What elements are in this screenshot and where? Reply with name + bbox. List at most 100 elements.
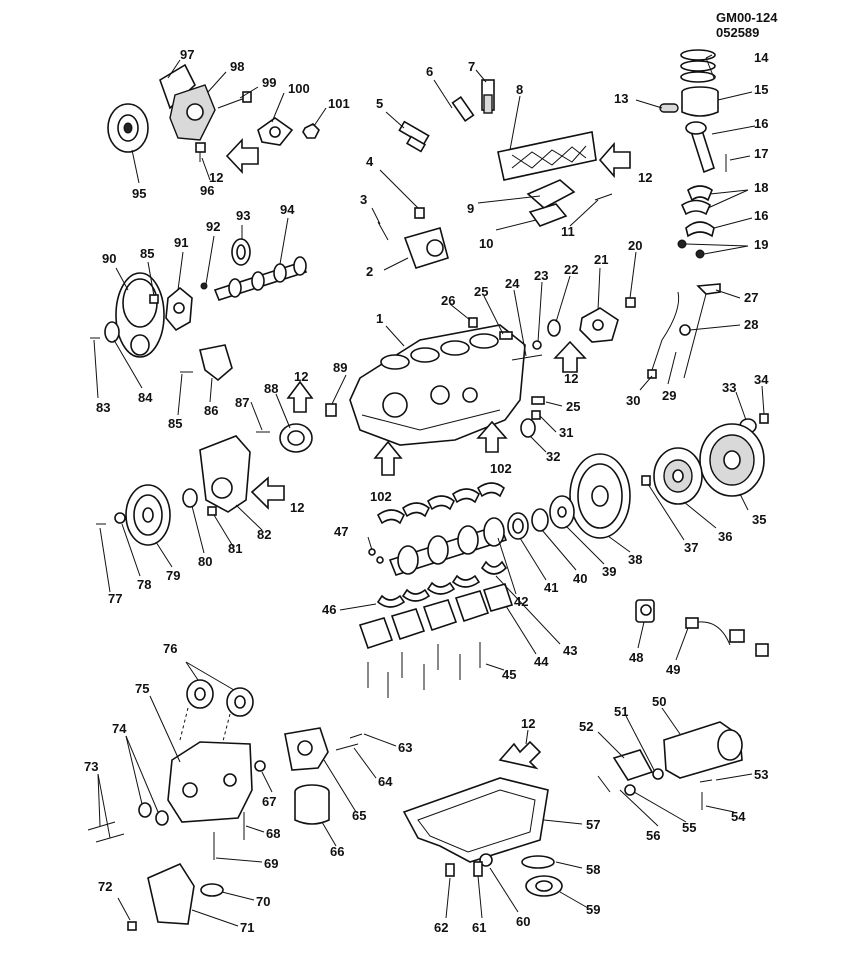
arrow-12-top-center [598,141,631,179]
label-73: 73 [84,759,98,774]
label-99: 99 [262,75,276,90]
bolt-64 [335,743,359,751]
label-27: 27 [744,290,758,305]
cap-16 [685,221,715,238]
arrow-12-upper-left [225,137,259,175]
label-12-b: 12 [638,170,652,185]
label-21: 21 [594,252,608,267]
bolt-56 [597,775,611,793]
label-41: 41 [544,580,558,595]
label-71: 71 [240,920,254,935]
label-67: 67 [262,794,276,809]
outlet-2 [403,227,449,269]
label-100: 100 [288,81,310,96]
seal-41 [507,512,529,540]
filter-66 [294,784,330,825]
front-cover-82 [199,435,251,513]
label-69: 69 [264,856,278,871]
label-16-b: 16 [754,208,768,223]
engine-block-1 [349,324,526,446]
part-labels: 1 2 3 4 5 6 7 8 9 10 11 12 12 12 12 12 1… [84,47,769,935]
seal-28 [679,324,691,336]
label-54: 54 [731,809,746,824]
label-77: 77 [108,591,122,606]
label-15: 15 [754,82,768,97]
label-12-e: 12 [290,500,304,515]
bolt-72 [127,921,137,931]
label-25-b: 25 [566,399,580,414]
bracket-75 [167,741,253,823]
plug-25a [499,331,513,340]
label-98: 98 [230,59,244,74]
bolt-96 [195,142,206,162]
washer-51 [652,768,664,780]
bearings-lower-46 [376,574,481,608]
nut-67 [254,760,266,772]
label-12-d: 12 [294,369,308,384]
pressure-plate-35 [699,423,765,497]
label-35: 35 [752,512,766,527]
label-102-a: 102 [490,461,512,476]
plug-23 [532,340,542,350]
label-12-c: 12 [564,371,578,386]
balancer-79 [125,484,171,546]
bolt-30 [647,369,657,379]
plug-25b [531,396,545,405]
bolts-73 [87,821,125,843]
label-72: 72 [98,879,112,894]
label-40: 40 [573,571,587,586]
label-83: 83 [96,400,110,415]
pulley-95 [107,103,149,153]
label-2: 2 [366,264,373,279]
label-59: 59 [586,902,600,917]
arrow-12-front-cover [250,476,285,510]
bolt-62 [445,863,455,877]
bolt-31 [531,410,541,420]
oil-pan-57 [402,777,549,863]
label-32: 32 [546,449,560,464]
label-49: 49 [666,662,680,677]
nuts-19 [677,239,705,259]
label-68: 68 [266,826,280,841]
main-bolts-45 [367,642,481,698]
piston-15 [681,86,719,117]
label-5: 5 [376,96,383,111]
label-89: 89 [333,360,347,375]
label-84: 84 [138,390,153,405]
label-34: 34 [754,372,769,387]
label-19: 19 [754,237,768,252]
label-6: 6 [426,64,433,79]
sensor-6 [451,96,475,122]
label-57: 57 [586,817,600,832]
crankshaft-42 [388,517,508,576]
seal-80 [182,488,198,508]
thrust-bearing-43 [480,560,508,575]
seal-22 [547,319,561,337]
arrow-12-oil-pan [498,740,542,770]
label-48: 48 [629,650,643,665]
gasket-58 [521,855,555,869]
bolt-85a [149,294,159,304]
label-28: 28 [744,317,758,332]
label-53: 53 [754,767,768,782]
label-63: 63 [398,740,412,755]
bolt-37 [641,475,651,486]
label-29: 29 [662,388,676,403]
label-9: 9 [467,201,474,216]
shield-71 [147,862,195,925]
label-51: 51 [614,704,628,719]
plug-89 [325,403,337,417]
label-102-b: 102 [370,489,392,504]
label-70: 70 [256,894,270,909]
label-30: 30 [626,393,640,408]
bolt-53 [699,779,713,783]
arrow-12-block-left [286,380,314,413]
label-14: 14 [754,50,769,65]
label-85-a: 85 [140,246,154,261]
camshaft-94 [213,256,308,301]
rod-16 [685,121,715,174]
label-58: 58 [586,862,600,877]
plate-91 [165,286,193,332]
label-97: 97 [180,47,194,62]
label-1: 1 [376,311,383,326]
